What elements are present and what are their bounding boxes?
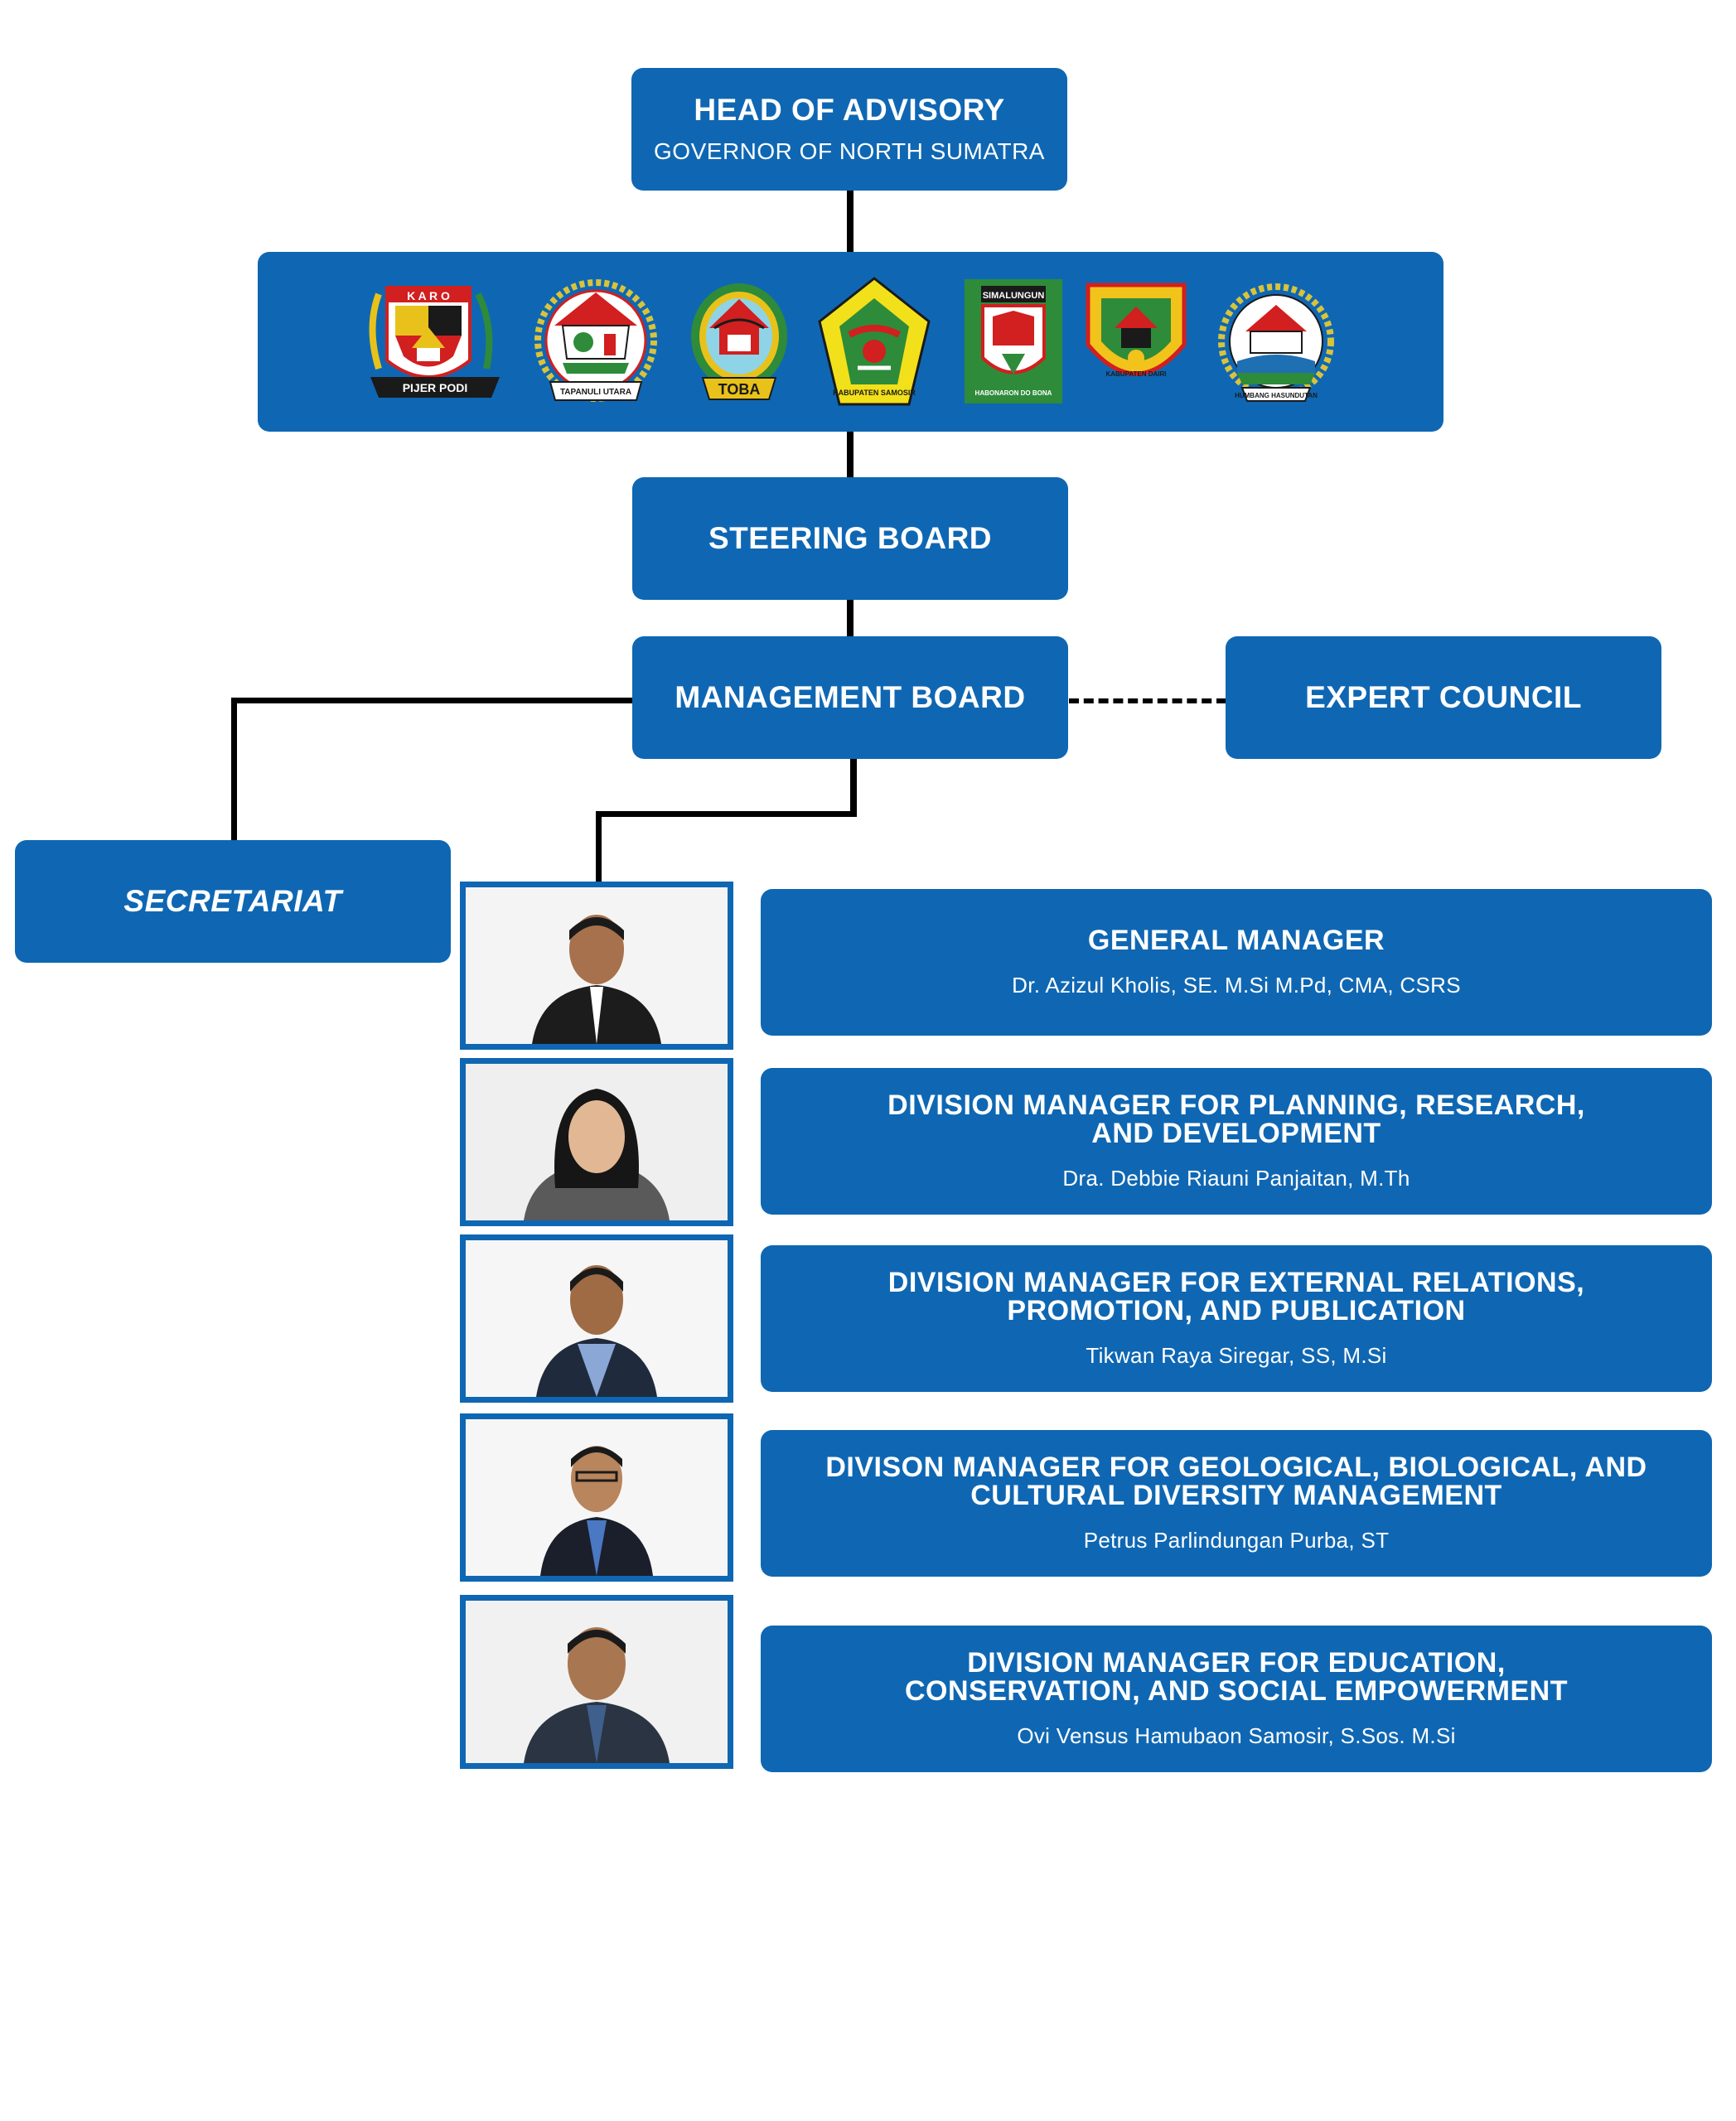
simalungun-text: HABONARON DO BONA [975, 389, 1052, 397]
connector-management-down [850, 758, 857, 816]
steering-board-box: STEERING BOARD [632, 477, 1068, 600]
education-manager-photo [460, 1595, 733, 1769]
management-title: MANAGEMENT BOARD [675, 681, 1025, 715]
education-manager-box: DIVISION MANAGER FOR EDUCATION, CONSERVA… [761, 1626, 1712, 1772]
general-manager-box: GENERAL MANAGER Dr. Azizul Kholis, SE. M… [761, 889, 1712, 1036]
connector-management-secretariat-v [231, 698, 237, 843]
education-manager-title: DIVISION MANAGER FOR EDUCATION, CONSERVA… [880, 1649, 1593, 1705]
planning-manager-name: Dra. Debbie Riauni Panjaitan, M.Th [1062, 1166, 1410, 1191]
head-title: HEAD OF ADVISORY [694, 94, 1004, 128]
diversity-manager-name: Petrus Parlindungan Purba, ST [1084, 1528, 1390, 1553]
toba-regency-emblem-icon: TOBA [686, 278, 792, 404]
external-relations-manager-title: DIVISION MANAGER FOR EXTERNAL RELATIONS,… [880, 1268, 1593, 1325]
connector-management-secretariat-h [231, 698, 633, 703]
humbang-hasundutan-regency-emblem-icon: HUMBANG HASUNDUTAN [1212, 282, 1340, 406]
diversity-manager-photo [460, 1413, 733, 1582]
humbang-text: HUMBANG HASUNDUTAN [1235, 392, 1318, 399]
planning-manager-title: DIVISION MANAGER FOR PLANNING, RESEARCH,… [884, 1091, 1589, 1147]
general-manager-photo [460, 882, 733, 1050]
simalungun-regency-emblem-icon: SIMALUNGUN HABONARON DO BONA [965, 279, 1062, 403]
connector-logos-steering [847, 429, 853, 479]
expert-council-box: EXPERT COUNCIL [1226, 636, 1661, 759]
north-tapanuli-regency-emblem-icon: TAPANULI UTARA [525, 276, 666, 408]
simalungun-top-text: SIMALUNGUN [983, 291, 1045, 301]
connector-managers-h [596, 811, 857, 817]
samosir-text: KABUPATEN SAMOSIR [833, 389, 916, 397]
education-manager-name: Ovi Vensus Hamubaon Samosir, S.Sos. M.Si [1017, 1723, 1455, 1749]
connector-head-logos [847, 189, 853, 255]
connector-management-expert [1069, 698, 1226, 703]
tapanuli-text: TAPANULI UTARA [560, 388, 631, 397]
general-manager-title: GENERAL MANAGER [1088, 926, 1385, 954]
expert-title: EXPERT COUNCIL [1305, 681, 1582, 715]
planning-manager-photo [460, 1058, 733, 1226]
steering-title: STEERING BOARD [708, 522, 992, 556]
karo-motto-text: PIJER PODI [403, 381, 468, 394]
head-of-advisory-box: HEAD OF ADVISORY GOVERNOR OF NORTH SUMAT… [631, 68, 1067, 191]
head-subtitle: GOVERNOR OF NORTH SUMATRA [654, 138, 1045, 165]
secretariat-box: SECRETARIAT [15, 840, 451, 963]
management-board-box: MANAGEMENT BOARD [632, 636, 1068, 759]
general-manager-name: Dr. Azizul Kholis, SE. M.Si M.Pd, CMA, C… [1012, 973, 1461, 998]
external-relations-manager-name: Tikwan Raya Siregar, SS, M.Si [1086, 1343, 1386, 1369]
diversity-manager-title: DIVISON MANAGER FOR GEOLOGICAL, BIOLOGIC… [822, 1453, 1651, 1510]
diversity-manager-box: DIVISON MANAGER FOR GEOLOGICAL, BIOLOGIC… [761, 1430, 1712, 1577]
secretariat-title: SECRETARIAT [123, 885, 341, 919]
karo-top-text: K A R O [407, 289, 450, 302]
external-relations-manager-box: DIVISION MANAGER FOR EXTERNAL RELATIONS,… [761, 1245, 1712, 1392]
connector-managers-v [596, 811, 602, 884]
dairi-text: KABUPATEN DAIRI [1105, 370, 1166, 378]
toba-text: TOBA [718, 381, 761, 398]
planning-manager-box: DIVISION MANAGER FOR PLANNING, RESEARCH,… [761, 1068, 1712, 1215]
dairi-regency-emblem-icon: KABUPATEN DAIRI [1083, 278, 1189, 403]
external-relations-manager-photo [460, 1234, 733, 1403]
samosir-regency-emblem-icon: KABUPATEN SAMOSIR [816, 275, 932, 408]
karo-regency-emblem-icon: K A R O PIJER PODI [362, 278, 508, 403]
connector-steering-management [847, 597, 853, 638]
